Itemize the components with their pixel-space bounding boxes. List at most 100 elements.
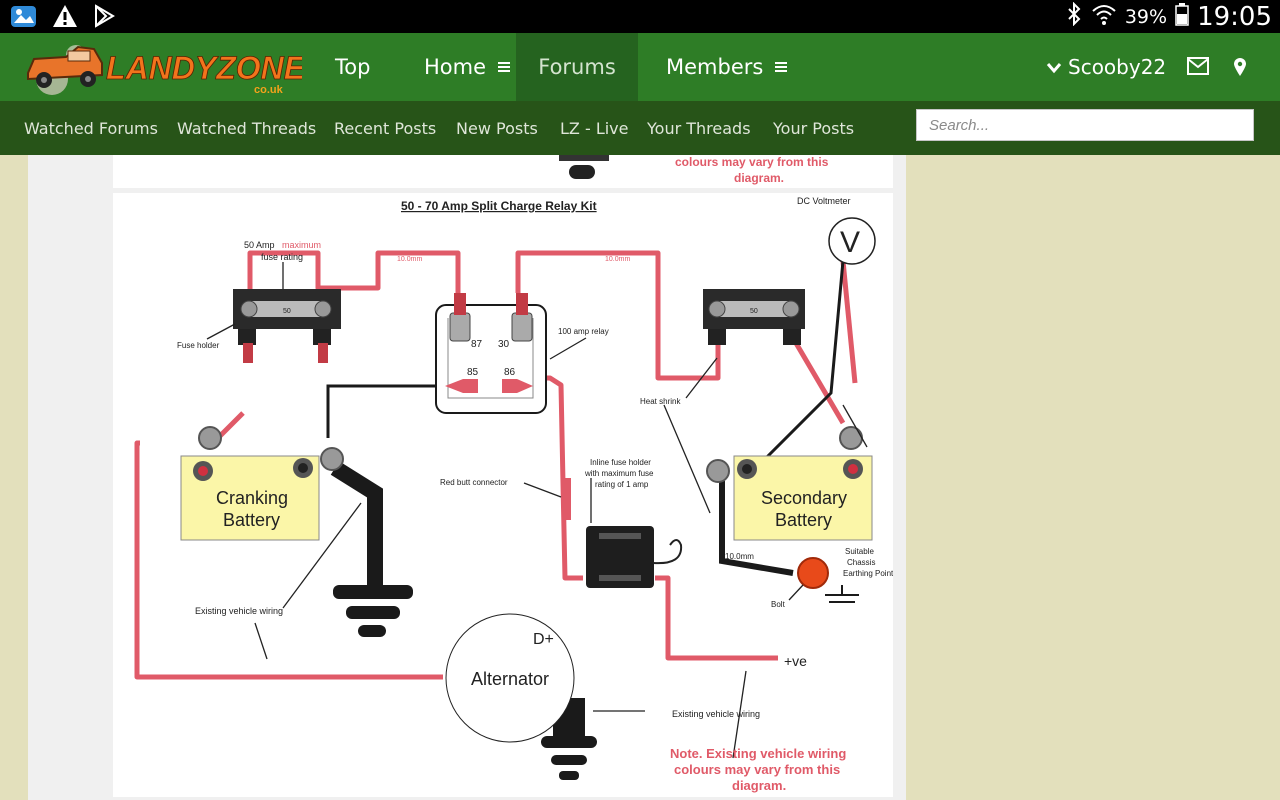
- voltmeter-label: DC Voltmeter: [797, 196, 851, 206]
- red-butt-connector: [562, 478, 571, 520]
- site-header: LANDYZONE co.uk Top Home Forums Members …: [0, 33, 1280, 101]
- fuse-holder-label: Fuse holder: [177, 341, 220, 350]
- nav-members-label: Members: [666, 55, 764, 79]
- fuse-value-2: 50: [750, 308, 758, 315]
- fuse-rating-line2: fuse rating: [261, 252, 303, 262]
- inline-fuse-label-2: with maximum fuse: [584, 469, 654, 478]
- red-butt-label: Red butt connector: [440, 478, 508, 487]
- pin-86: 86: [504, 367, 516, 378]
- user-menu[interactable]: Scooby22: [1046, 33, 1166, 101]
- wire-size-label: 10.0mm: [397, 256, 422, 263]
- subnav-new-posts[interactable]: New Posts: [456, 118, 538, 138]
- play-store-icon: [92, 3, 116, 34]
- logo-text: LANDYZONE: [106, 50, 302, 86]
- chassis-label-3: Earthing Point: [843, 569, 893, 578]
- username: Scooby22: [1068, 55, 1167, 79]
- envelope-icon[interactable]: [1187, 57, 1209, 80]
- heat-shrink-label: Heat shrink: [640, 397, 681, 406]
- alternator-label: Alternator: [471, 669, 549, 689]
- nav-members[interactable]: Members: [666, 33, 788, 101]
- cranking-earth-strap: [330, 461, 383, 586]
- pin-87: 87: [471, 339, 483, 350]
- terminal-lug: [320, 447, 344, 471]
- nav-forums[interactable]: Forums: [516, 33, 638, 101]
- chassis-earth-symbol: [825, 585, 859, 603]
- bluetooth-icon: [1065, 1, 1083, 31]
- fuse-holder-right: 50: [703, 289, 805, 345]
- fuse-rating-prefix: 50 Amp: [244, 240, 275, 250]
- battery-percent: 39%: [1124, 5, 1168, 28]
- nav-home[interactable]: Home: [424, 33, 511, 101]
- inline-fuse-label-3: rating of 1 amp: [595, 480, 649, 489]
- annotation-arrows: [206, 262, 868, 759]
- bolt-label: Bolt: [771, 600, 786, 609]
- status-bar: 39% 19:05: [0, 0, 1280, 33]
- top-note-text: colours may vary from this: [675, 155, 829, 169]
- terminal-lug: [198, 426, 222, 450]
- secondary-label-2: Battery: [775, 510, 832, 530]
- red-wires: [134, 250, 858, 680]
- clock: 19:05: [1197, 1, 1272, 32]
- relay-label: 100 amp relay: [558, 327, 609, 336]
- inline-fuse-holder: [586, 526, 683, 588]
- previous-diagram-image: colours may vary from this diagram.: [113, 155, 893, 188]
- earth-symbol: [333, 585, 413, 637]
- relay: 87 30 85 86: [435, 293, 547, 414]
- subnav-recent-posts[interactable]: Recent Posts: [334, 118, 437, 138]
- fuse-holder-left: 50: [233, 289, 341, 363]
- diagram-title: 50 - 70 Amp Split Charge Relay Kit: [401, 199, 597, 213]
- secondary-battery: Secondary Battery: [733, 455, 873, 541]
- terminal-lug: [706, 459, 730, 483]
- subnav-your-posts[interactable]: Your Posts: [773, 118, 855, 138]
- positive-label: +ve: [784, 653, 807, 669]
- note-line-3: diagram.: [732, 778, 786, 793]
- chassis-bolt: [797, 557, 829, 589]
- chassis-label-2: Chassis: [847, 558, 875, 567]
- cranking-label-1: Cranking: [216, 488, 288, 508]
- terminal-lug: [839, 426, 863, 450]
- nav-top[interactable]: Top: [335, 33, 370, 101]
- menu-icon[interactable]: [775, 60, 788, 74]
- subnav-lz-live[interactable]: LZ - Live: [560, 118, 629, 138]
- pin-30: 30: [498, 339, 510, 350]
- wire-size-label: 10.0mm: [725, 552, 754, 561]
- wifi-icon: [1091, 2, 1117, 31]
- nav-home-label: Home: [424, 55, 487, 79]
- chassis-label-1: Suitable: [845, 547, 874, 556]
- note-line-1: Note. Existing vehicle wiring: [670, 746, 846, 761]
- sub-navigation: Watched Forums Watched Threads Recent Po…: [0, 101, 1280, 155]
- cranking-label-2: Battery: [223, 510, 280, 530]
- existing-wiring-label: Existing vehicle wiring: [195, 606, 283, 616]
- site-logo[interactable]: LANDYZONE co.uk: [22, 37, 307, 99]
- existing-wiring-label-2: Existing vehicle wiring: [672, 709, 760, 719]
- chevron-down-icon: [1046, 55, 1062, 79]
- nav-top-label: Top: [335, 55, 371, 79]
- pin-85: 85: [467, 367, 479, 378]
- photo-app-icon: [10, 3, 38, 34]
- alternator: Alternator D+: [445, 613, 575, 743]
- map-pin-icon[interactable]: [1233, 57, 1247, 82]
- secondary-label-1: Secondary: [761, 488, 847, 508]
- subnav-watched-forums[interactable]: Watched Forums: [24, 118, 158, 138]
- fuse-value: 50: [283, 308, 291, 315]
- logo-subtext: co.uk: [254, 84, 284, 96]
- notification-icons: [10, 3, 116, 34]
- voltmeter: V DC Voltmeter: [797, 196, 876, 265]
- black-wires: [326, 260, 845, 463]
- nav-forums-label: Forums: [538, 55, 616, 79]
- note-line-2: colours may vary from this: [674, 762, 840, 777]
- subnav-your-threads[interactable]: Your Threads: [647, 118, 751, 138]
- menu-icon[interactable]: [498, 60, 511, 74]
- wiring-diagram-image[interactable]: 50 - 70 Amp Split Charge Relay Kit: [113, 193, 893, 797]
- cranking-battery: Cranking Battery: [180, 455, 320, 541]
- warning-icon: [52, 3, 78, 34]
- secondary-earth-strap: [719, 481, 794, 576]
- top-note-text-2: diagram.: [734, 171, 784, 185]
- wire-size-label: 10.0mm: [605, 256, 630, 263]
- battery-icon: [1175, 2, 1189, 31]
- voltmeter-symbol: V: [840, 226, 860, 259]
- inline-fuse-label-1: Inline fuse holder: [590, 458, 651, 467]
- search-input[interactable]: [916, 109, 1254, 141]
- fuse-rating-red: maximum: [282, 240, 321, 250]
- subnav-watched-threads[interactable]: Watched Threads: [177, 118, 317, 138]
